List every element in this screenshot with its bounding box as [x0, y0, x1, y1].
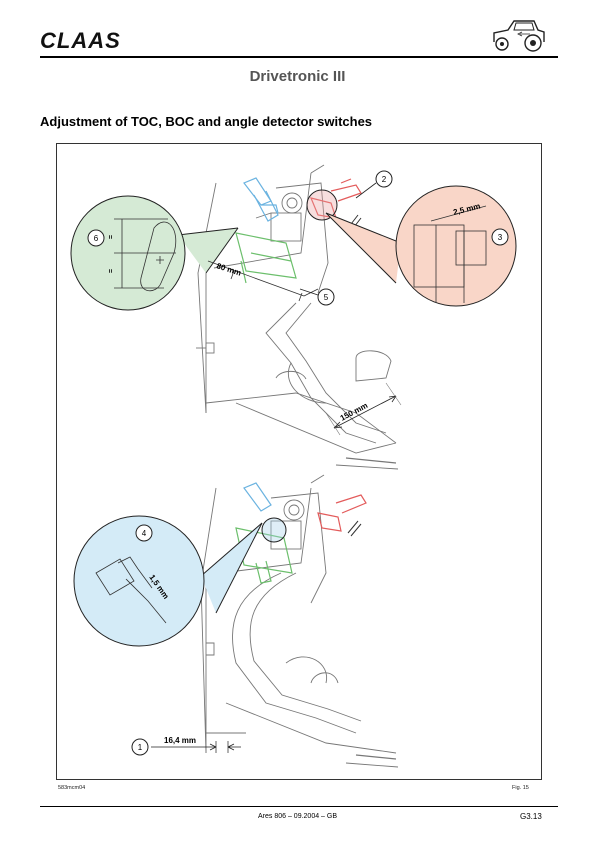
- callout-4: 4: [142, 529, 147, 538]
- figure-label: Fig. 15: [512, 785, 529, 791]
- callout-1: 1: [138, 743, 143, 752]
- callout-2: 2: [382, 175, 387, 184]
- equal-mark-lower: =: [108, 269, 115, 273]
- technical-drawing: 1 2 3 4 5 6 2,5 mm 80 mm 150 mm 1,5 mm 1…: [70, 164, 517, 768]
- footer-rule: [40, 806, 558, 807]
- callout-5: 5: [324, 293, 329, 302]
- callout-3: 3: [498, 233, 503, 242]
- document-reference: Ares 806 – 09.2004 – GB: [258, 813, 337, 820]
- section-title: Drivetronic III: [249, 68, 346, 85]
- equal-mark-upper: =: [108, 235, 115, 239]
- page-title: Adjustment of TOC, BOC and angle detecto…: [40, 114, 373, 129]
- dimension-16-4mm: 16,4 mm: [164, 736, 196, 745]
- callout-6: 6: [94, 234, 99, 243]
- page-number: G3.13: [520, 812, 542, 821]
- tractor-icon: [493, 20, 545, 52]
- claas-logo: CLAAS: [40, 28, 121, 53]
- figure-frame: [56, 143, 542, 780]
- header-rule: [40, 56, 558, 58]
- drawing-code: 583mcm04: [58, 785, 86, 791]
